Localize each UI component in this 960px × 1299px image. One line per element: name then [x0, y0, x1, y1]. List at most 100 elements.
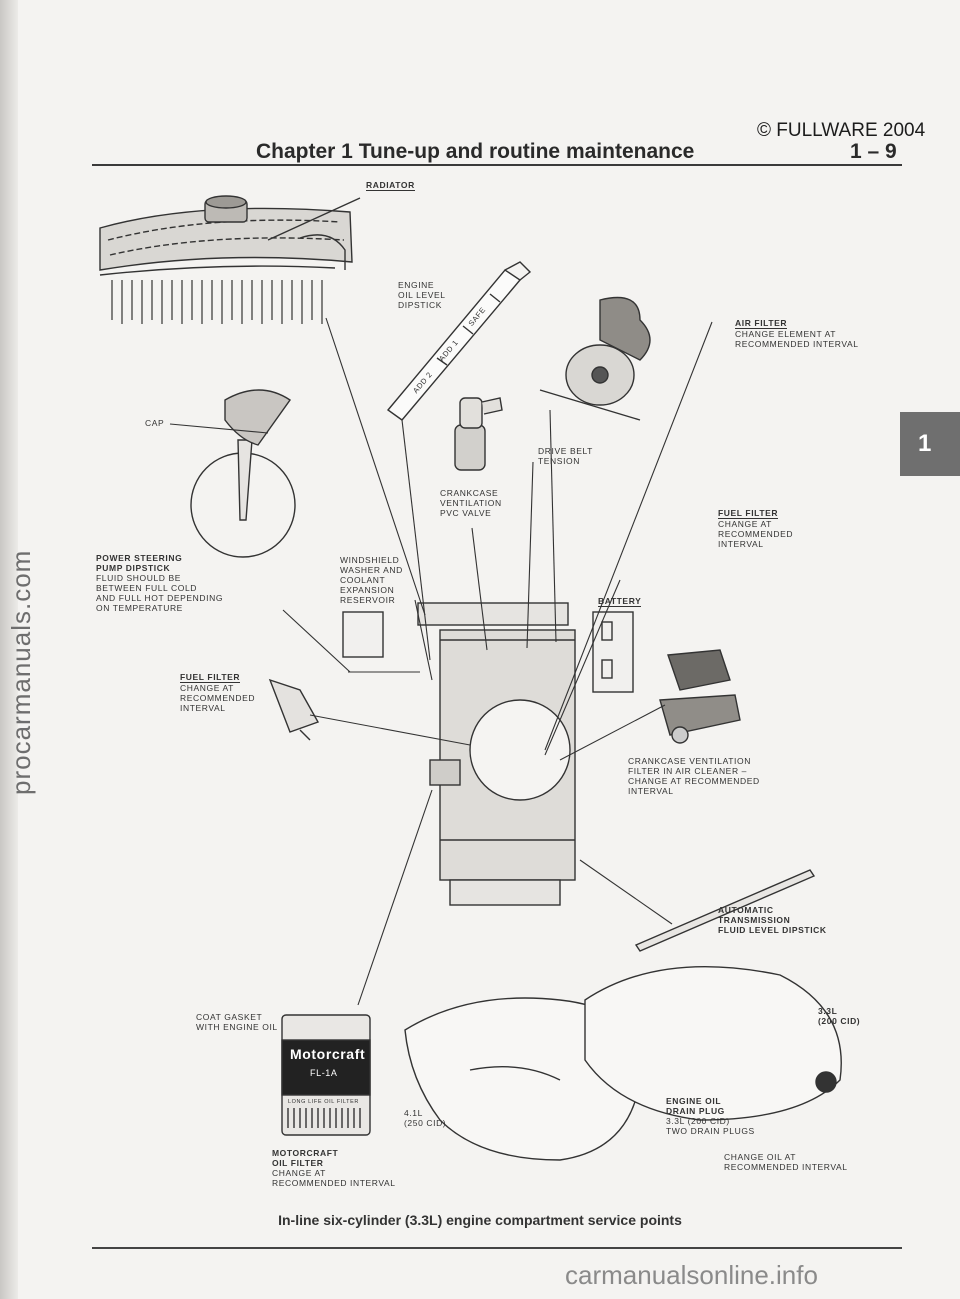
page-number: 1 – 9: [850, 140, 897, 163]
power-steering-line-2: BETWEEN FULL COLD: [96, 583, 198, 593]
air-filter-illustration: [539, 296, 651, 421]
fuel-filter-left-line-1: CHANGE AT: [180, 683, 234, 693]
footer-rule: [92, 1247, 902, 1249]
chapter-tab: 1: [900, 412, 960, 476]
coat-gasket-label: COAT GASKET WITH ENGINE OIL: [196, 1012, 278, 1032]
engine-block-illustration: [342, 602, 576, 906]
pan-41-line-1: 4.1L: [404, 1108, 423, 1118]
pan-33-line-2: (200 CID): [818, 1016, 861, 1026]
chapter-header: Chapter 1 Tune-up and routine maintenanc…: [256, 140, 695, 163]
air-filter-title: AIR FILTER: [735, 318, 788, 329]
power-steering-title-2: PUMP DIPSTICK: [96, 563, 171, 573]
drain-plug-title-1: ENGINE OIL: [666, 1096, 722, 1106]
change-oil-line-1: CHANGE OIL AT: [724, 1152, 797, 1162]
fuel-filter-right-line-3: INTERVAL: [718, 539, 764, 549]
oil-pan-41-illustration: [404, 997, 642, 1161]
pcv-valve-illustration: [454, 397, 503, 471]
windshield-line-1: WINDSHIELD: [340, 555, 400, 565]
motorcraft-title-2: OIL FILTER: [272, 1158, 324, 1168]
chapter-tab-number: 1: [918, 430, 932, 457]
change-oil-line-2: RECOMMENDED INTERVAL: [724, 1162, 848, 1172]
windshield-line-4: EXPANSION: [340, 585, 395, 595]
fuel-filter-right-line-2: RECOMMENDED: [718, 529, 794, 539]
drain-plug-line-1: 3.3L (200 CID): [666, 1116, 730, 1126]
crankcase-vent-line-2: VENTILATION: [440, 498, 502, 508]
power-steering-line-3: AND FULL HOT DEPENDING: [96, 593, 224, 603]
pan-33-line-1: 3.3L: [818, 1006, 838, 1016]
fuel-filter-left-title: FUEL FILTER: [180, 672, 241, 683]
header-rule: [92, 164, 902, 166]
crankcase-vent-sub: PVC VALVE: [440, 508, 492, 518]
oil-filter-sub-label: LONG LIFE OIL FILTER: [288, 1099, 359, 1105]
crankcase-vent-line-1: CRANKCASE: [440, 488, 499, 498]
radiator-illustration: [99, 195, 361, 324]
fuel-filter-left-line-2: RECOMMENDED: [180, 693, 256, 703]
auto-trans-dipstick-label: AUTOMATIC TRANSMISSION FLUID LEVEL DIPST…: [718, 905, 827, 935]
copyright-notice: © FULLWARE 2004: [757, 120, 926, 141]
auto-trans-line-2: TRANSMISSION: [718, 915, 791, 925]
battery-label-text: BATTERY: [598, 596, 642, 607]
oil-pan-41-label: 4.1L (250 CID): [404, 1108, 446, 1128]
change-oil-label: CHANGE OIL AT RECOMMENDED INTERVAL: [724, 1152, 848, 1172]
radiator-label: RADIATOR: [366, 180, 415, 191]
radiator-label-text: RADIATOR: [366, 180, 415, 191]
transmission-dipstick-illustration: [634, 869, 816, 952]
dipstick-label-line-2: OIL LEVEL: [398, 290, 446, 300]
drain-plug-label: ENGINE OIL DRAIN PLUG 3.3L (200 CID) TWO…: [666, 1096, 755, 1136]
oil-filter-brand: Motorcraft: [290, 1046, 366, 1062]
air-filter-label: AIR FILTER CHANGE ELEMENT AT RECOMMENDED…: [735, 318, 859, 349]
oil-filter-illustration: [281, 1014, 371, 1136]
battery-illustration: [592, 611, 634, 693]
fuel-filter-left-label: FUEL FILTER CHANGE AT RECOMMENDED INTERV…: [180, 672, 255, 713]
drain-plug-line-2: TWO DRAIN PLUGS: [666, 1126, 755, 1136]
pan-41-line-2: (250 CID): [404, 1118, 447, 1128]
dipstick-label-line-3: DIPSTICK: [398, 300, 443, 310]
drain-plug-title-2: DRAIN PLUG: [666, 1106, 725, 1116]
coat-gasket-line-2: WITH ENGINE OIL: [196, 1022, 278, 1032]
motorcraft-line-1: CHANGE AT: [272, 1168, 326, 1178]
engine-oil-dipstick-label: ENGINE OIL LEVEL DIPSTICK: [398, 280, 446, 310]
crankcase-filter-illustration: [659, 649, 741, 744]
engine-oil-dipstick-illustration: [386, 261, 532, 421]
oil-pan-33-illustration: [584, 965, 842, 1121]
watermark-bottom: carmanualsonline.info: [565, 1260, 818, 1290]
motorcraft-title-1: MOTORCRAFT: [272, 1148, 339, 1158]
fuel-filter-illustration: [268, 678, 320, 741]
windshield-line-5: RESERVOIR: [340, 595, 396, 605]
crankcase-filter-line-2: FILTER IN AIR CLEANER –: [628, 766, 747, 776]
air-filter-line-2: RECOMMENDED INTERVAL: [735, 339, 859, 349]
crankcase-filter-line-1: CRANKCASE VENTILATION: [628, 756, 751, 766]
page-binding-edge: [0, 0, 18, 1299]
crankcase-filter-line-3: CHANGE AT RECOMMENDED: [628, 776, 760, 786]
battery-label: BATTERY: [598, 596, 642, 607]
power-steering-title-1: POWER STEERING: [96, 553, 183, 563]
fuel-filter-right-title: FUEL FILTER: [718, 508, 779, 519]
drive-belt-label: DRIVE BELT TENSION: [538, 446, 593, 466]
crankcase-filter-label: CRANKCASE VENTILATION FILTER IN AIR CLEA…: [628, 756, 760, 796]
windshield-reservoir-label: WINDSHIELD WASHER AND COOLANT EXPANSION …: [340, 555, 403, 605]
coat-gasket-line-1: COAT GASKET: [196, 1012, 263, 1022]
power-steering-line-4: ON TEMPERATURE: [96, 603, 183, 613]
figure-caption: In-line six-cylinder (3.3L) engine compa…: [278, 1212, 682, 1228]
oil-filter-part-number: FL-1A: [310, 1068, 338, 1078]
auto-trans-line-3: FLUID LEVEL DIPSTICK: [718, 925, 827, 935]
drive-belt-line-1: DRIVE BELT: [538, 446, 593, 456]
auto-trans-line-1: AUTOMATIC: [718, 905, 774, 915]
fuel-filter-left-line-3: INTERVAL: [180, 703, 226, 713]
cap-label: CAP: [145, 418, 165, 428]
motorcraft-line-2: RECOMMENDED INTERVAL: [272, 1178, 396, 1188]
motorcraft-filter-label: MOTORCRAFT OIL FILTER CHANGE AT RECOMMEN…: [272, 1148, 396, 1188]
windshield-line-3: COOLANT: [340, 575, 386, 585]
power-steering-dipstick-illustration: [190, 389, 296, 558]
drive-belt-line-2: TENSION: [538, 456, 580, 466]
air-filter-line-1: CHANGE ELEMENT AT: [735, 329, 837, 339]
fuel-filter-right-line-1: CHANGE AT: [718, 519, 772, 529]
crankcase-ventilation-label: CRANKCASE VENTILATION PVC VALVE: [440, 488, 502, 518]
crankcase-filter-line-4: INTERVAL: [628, 786, 674, 796]
dipstick-label-line-1: ENGINE: [398, 280, 435, 290]
leader-lines: [169, 317, 713, 1006]
fuel-filter-right-label: FUEL FILTER CHANGE AT RECOMMENDED INTERV…: [718, 508, 793, 549]
power-steering-label: POWER STEERING PUMP DIPSTICK FLUID SHOUL…: [96, 553, 223, 613]
power-steering-line-1: FLUID SHOULD BE: [96, 573, 182, 583]
oil-pan-33-label: 3.3L (200 CID): [818, 1006, 860, 1026]
